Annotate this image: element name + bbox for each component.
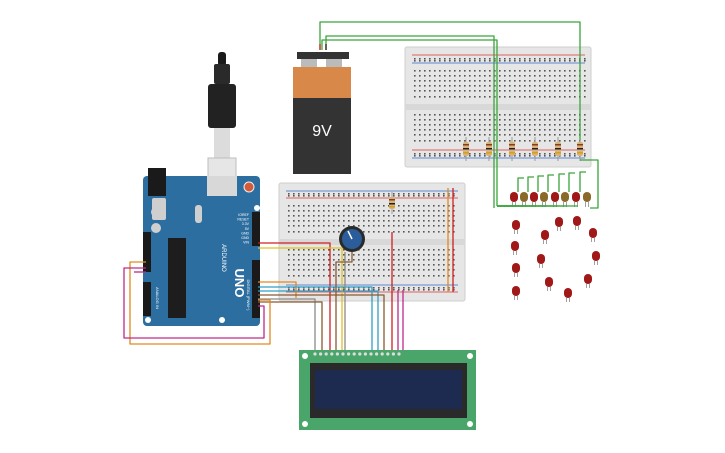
wire-cyan bbox=[258, 290, 379, 350]
led bbox=[510, 192, 518, 207]
led bbox=[512, 263, 520, 277]
led-row bbox=[510, 192, 591, 207]
resistor bbox=[577, 137, 583, 161]
usb-cable bbox=[207, 52, 237, 195]
led bbox=[530, 192, 538, 207]
led bbox=[540, 192, 548, 207]
wire-green bbox=[537, 175, 544, 192]
wire-yellow bbox=[258, 247, 343, 350]
arduino-digital-label: DIGITAL (PWM~) bbox=[246, 280, 251, 312]
lcd-pin bbox=[363, 352, 367, 356]
arduino-brand-label: ARDUINO bbox=[220, 244, 226, 272]
lcd-pin bbox=[375, 352, 379, 356]
battery-9v: 9V bbox=[293, 52, 351, 174]
wire-green bbox=[325, 35, 495, 208]
lcd-pin bbox=[386, 352, 390, 356]
lcd-pin bbox=[319, 352, 323, 356]
wire-gray bbox=[258, 298, 316, 350]
wire-green bbox=[579, 171, 586, 192]
lcd-pin bbox=[397, 352, 401, 356]
wire-green bbox=[321, 39, 498, 206]
battery-top bbox=[293, 67, 351, 98]
led bbox=[589, 228, 597, 242]
resistor-middle bbox=[389, 192, 395, 214]
wire-green bbox=[558, 173, 565, 192]
top-breadboard bbox=[404, 46, 592, 168]
wire-orange bbox=[258, 281, 297, 298]
led bbox=[573, 216, 581, 230]
wire-green bbox=[527, 176, 534, 192]
led bbox=[512, 220, 520, 234]
led bbox=[561, 192, 569, 207]
lcd-pin bbox=[391, 352, 395, 356]
arduino-uno-label: UNO bbox=[232, 269, 247, 298]
arduino-uno: UNO ARDUINO DIGITAL (PWM~) ANALOG IN IOR… bbox=[143, 168, 260, 326]
wire-brown bbox=[258, 294, 385, 350]
power-pin-label: GND bbox=[241, 231, 249, 235]
resistor bbox=[532, 137, 538, 161]
lcd-16x2 bbox=[299, 350, 476, 430]
power-pin-label: IOREF bbox=[238, 213, 249, 217]
lcd-pin bbox=[358, 352, 362, 356]
led bbox=[572, 192, 580, 207]
resistor bbox=[555, 137, 561, 161]
battery-label: 9V bbox=[312, 123, 332, 140]
led bbox=[564, 288, 572, 302]
power-pin-label: RESET bbox=[237, 218, 250, 222]
wire-red bbox=[258, 242, 331, 350]
led bbox=[545, 277, 553, 291]
led bbox=[555, 217, 563, 231]
wire-orange bbox=[129, 261, 271, 345]
wire-magenta bbox=[123, 267, 265, 339]
wire-green bbox=[319, 21, 581, 140]
wire-green bbox=[517, 177, 524, 192]
lcd-pin bbox=[335, 352, 339, 356]
wire-group bbox=[123, 21, 599, 350]
power-pin-label: 5V bbox=[245, 227, 250, 231]
led-scatter bbox=[511, 216, 600, 302]
led bbox=[520, 192, 528, 207]
led bbox=[537, 254, 545, 268]
lcd-pin bbox=[352, 352, 356, 356]
microcontroller-chip bbox=[168, 238, 186, 318]
lcd-pin bbox=[324, 352, 328, 356]
led bbox=[512, 286, 520, 300]
wire-brown bbox=[258, 301, 323, 350]
resistor bbox=[463, 137, 469, 161]
potentiometer[interactable] bbox=[339, 226, 365, 252]
led bbox=[583, 192, 591, 207]
lcd-pin bbox=[369, 352, 373, 356]
wire-green bbox=[568, 172, 575, 192]
power-pin-label: VIN bbox=[243, 241, 249, 245]
lcd-pin bbox=[347, 352, 351, 356]
usb-port bbox=[207, 176, 237, 196]
led bbox=[551, 192, 559, 207]
middle-breadboard bbox=[278, 182, 466, 302]
wire-cyan bbox=[258, 286, 373, 350]
led bbox=[541, 230, 549, 244]
wire-green bbox=[547, 174, 554, 192]
resistor bbox=[486, 137, 492, 161]
power-jack bbox=[148, 168, 166, 196]
lcd-pin bbox=[341, 352, 345, 356]
lcd-pin bbox=[330, 352, 334, 356]
battery-body bbox=[293, 98, 351, 174]
resistor bbox=[509, 137, 515, 161]
power-pin-label: 3.3V bbox=[242, 222, 250, 226]
resistor-group bbox=[463, 137, 583, 161]
led bbox=[511, 241, 519, 255]
lcd-pin bbox=[313, 352, 317, 356]
wire-green bbox=[580, 159, 599, 209]
reset-button[interactable] bbox=[243, 181, 255, 193]
arduino-analog-label: ANALOG IN bbox=[155, 287, 160, 309]
wire-brown bbox=[335, 252, 353, 350]
led bbox=[592, 251, 600, 265]
power-pin-label: GND bbox=[241, 236, 249, 240]
lcd-pin bbox=[380, 352, 384, 356]
lcd-screen bbox=[315, 370, 462, 409]
led bbox=[584, 274, 592, 288]
